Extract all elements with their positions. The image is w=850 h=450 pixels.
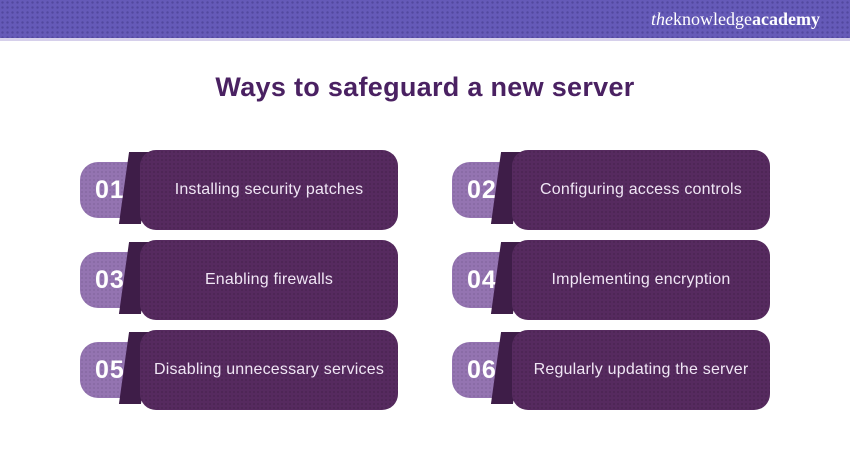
step-number: 05 — [95, 355, 125, 384]
logo-the: the — [651, 8, 674, 29]
step-number: 06 — [467, 355, 497, 384]
step-pill: Enabling firewalls — [140, 240, 398, 320]
step-label: Enabling firewalls — [204, 271, 334, 288]
step-card-02: 02 Configuring access controls — [450, 150, 770, 230]
top-bar-divider — [0, 38, 850, 41]
step-card-03: 03 Enabling firewalls — [78, 240, 398, 320]
step-number: 04 — [467, 265, 497, 294]
step-label: Disabling unnecessary services — [153, 361, 385, 378]
logo-knowledge: knowledge — [673, 8, 753, 29]
step-label: Implementing encryption — [551, 271, 731, 288]
step-card-04: 04 Implementing encryption — [450, 240, 770, 320]
steps-grid: 01 Installing security patches 02 Config… — [78, 150, 770, 410]
step-pill: Installing security patches — [140, 150, 398, 230]
step-pill: Implementing encryption — [512, 240, 770, 320]
step-label: Configuring access controls — [540, 181, 742, 198]
step-card-05: 05 Disabling unnecessary services — [78, 330, 398, 410]
logo-academy: academy — [752, 8, 820, 29]
step-pill: Configuring access controls — [512, 150, 770, 230]
step-pill: Regularly updating the server — [512, 330, 770, 410]
page-title: Ways to safeguard a new server — [215, 72, 635, 102]
step-number: 02 — [467, 175, 497, 204]
top-brand-bar — [0, 0, 850, 38]
step-card-01: 01 Installing security patches — [78, 150, 398, 230]
step-label: Regularly updating the server — [533, 361, 749, 378]
step-card-06: 06 Regularly updating the server — [450, 330, 770, 410]
step-pill: Disabling unnecessary services — [140, 330, 398, 410]
step-number: 01 — [95, 175, 125, 204]
step-label: Installing security patches — [174, 181, 364, 198]
step-number: 03 — [95, 265, 125, 294]
